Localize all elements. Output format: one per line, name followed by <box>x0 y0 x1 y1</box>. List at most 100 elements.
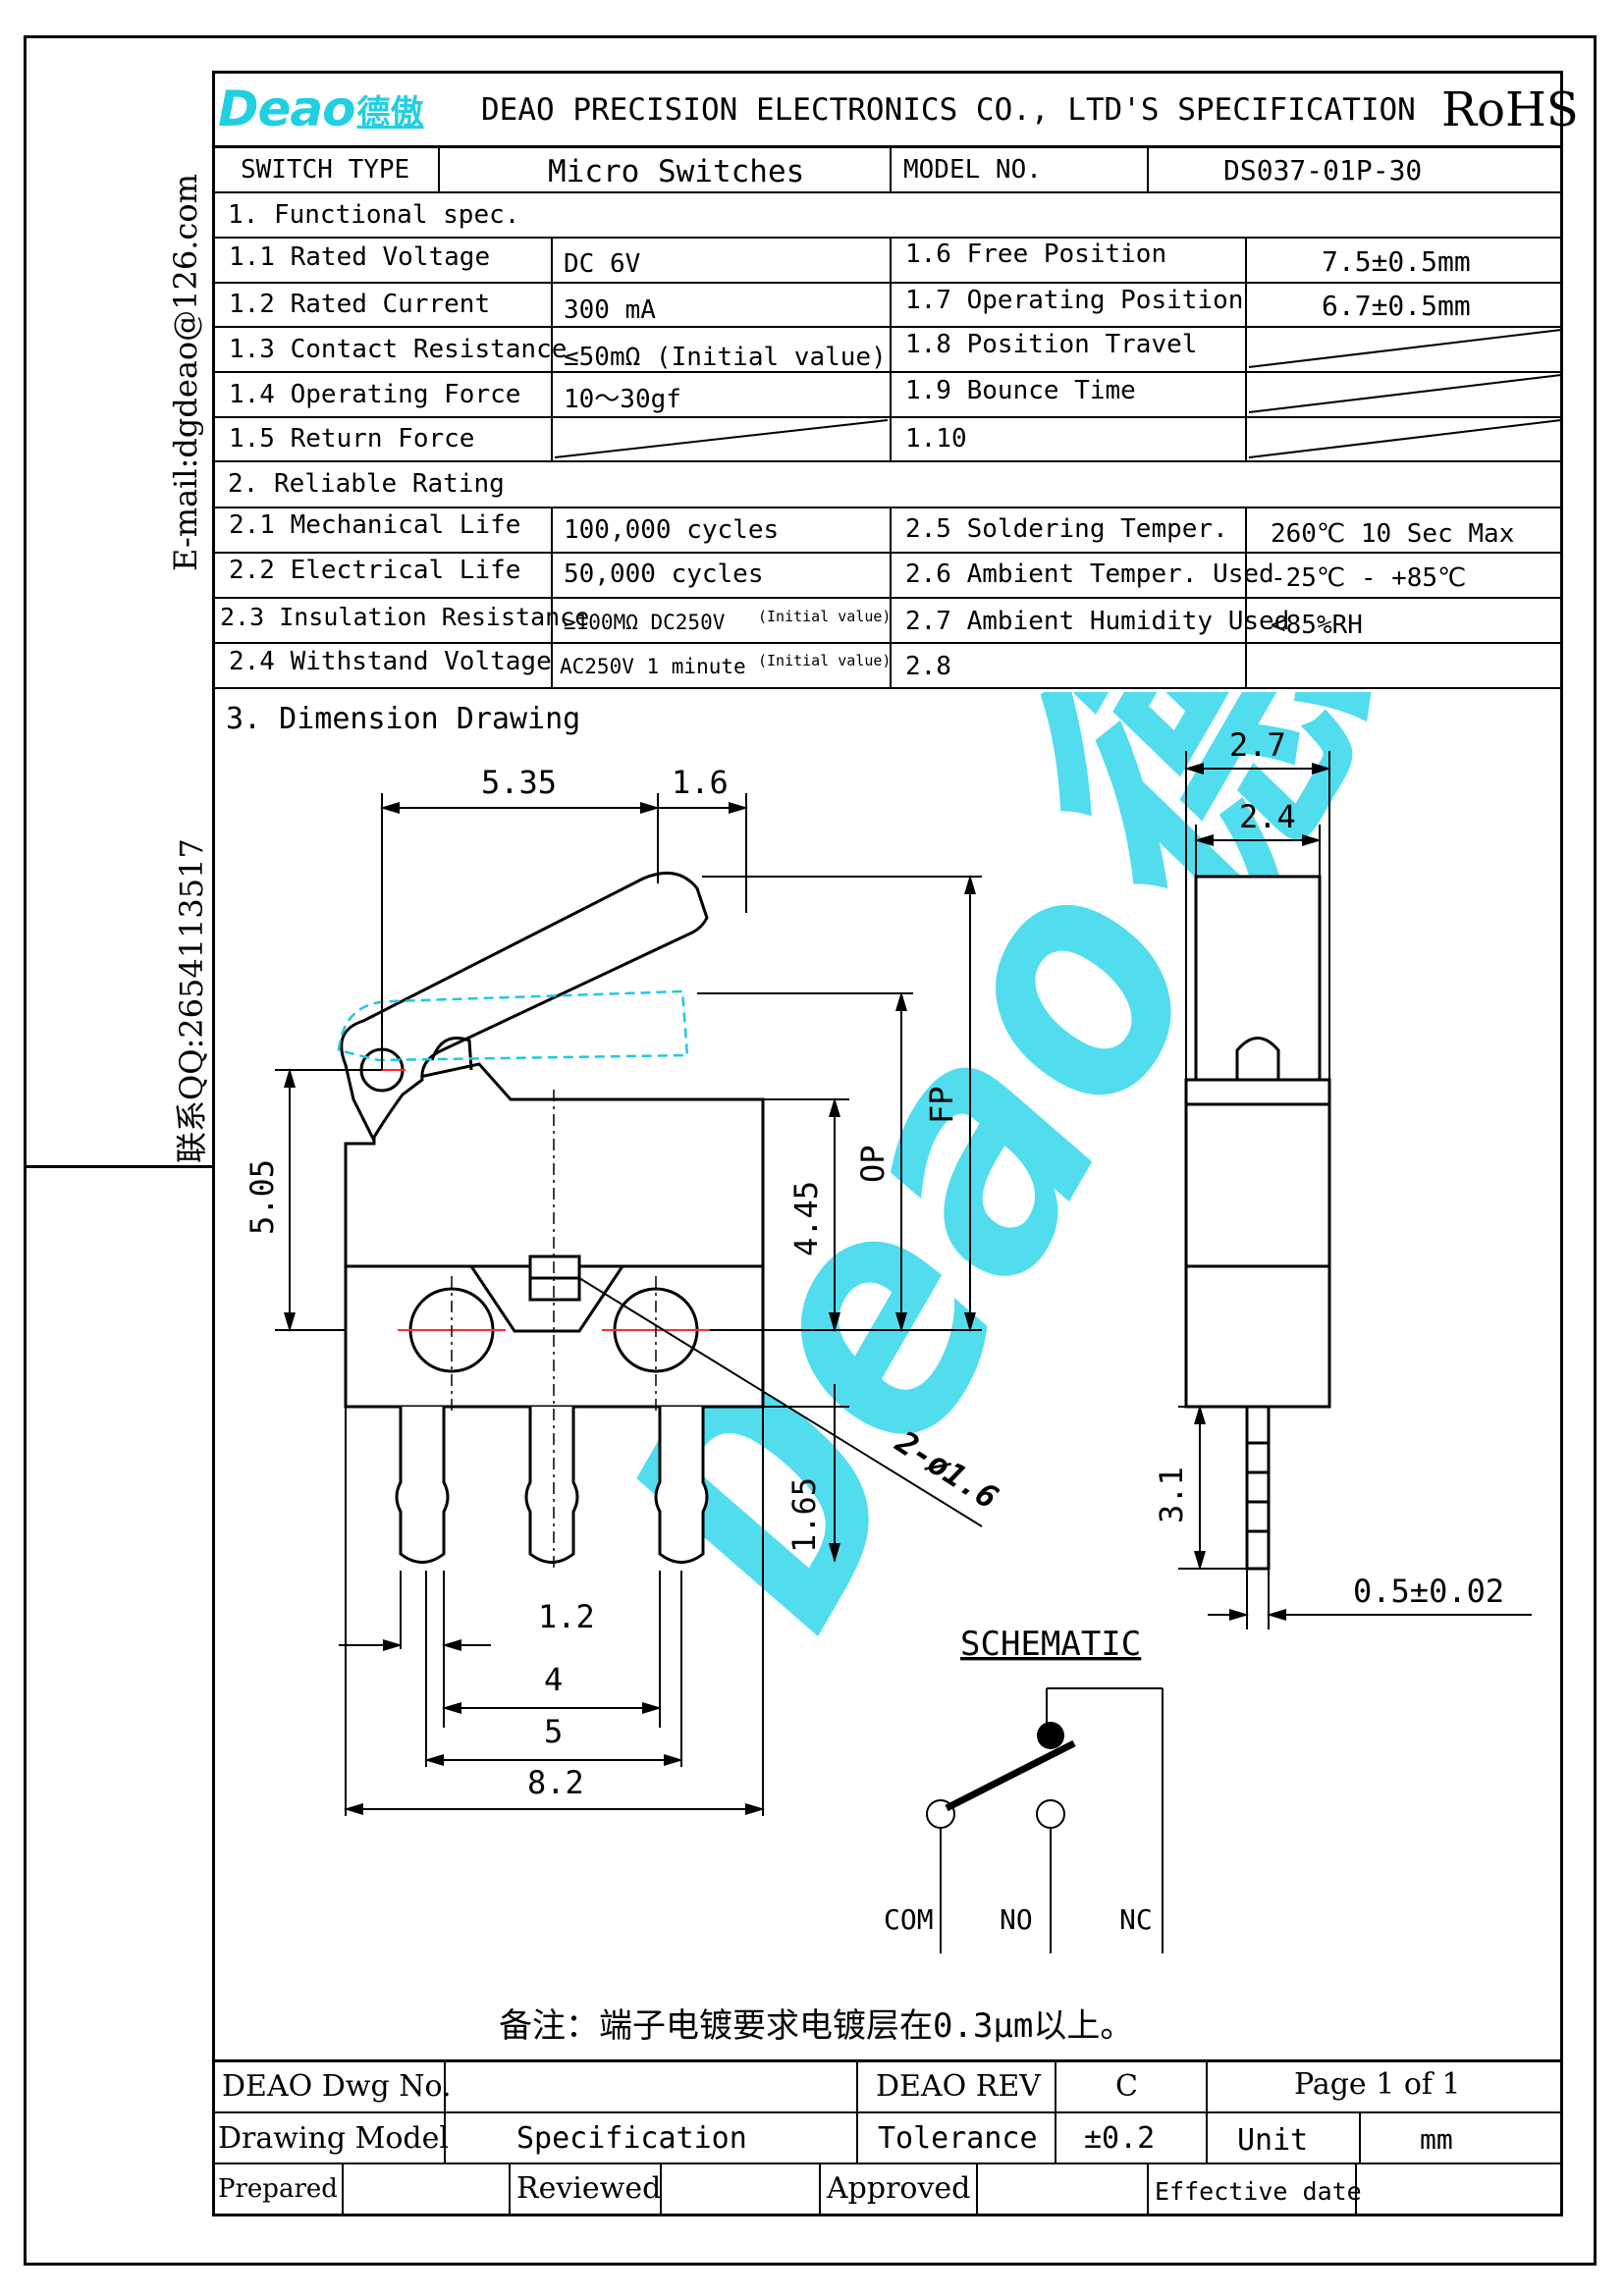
row-line <box>212 460 1563 462</box>
schematic-title: SCHEMATIC <box>960 1625 1141 1664</box>
col-line <box>1245 237 1247 462</box>
row-line <box>212 416 1563 418</box>
row-rule <box>212 191 1563 193</box>
spec-note: (Initial value) <box>758 652 892 669</box>
schematic-com: COM <box>884 1903 934 1936</box>
page-number: Page 1 of 1 <box>1294 2067 1461 2102</box>
row-line <box>212 371 1563 373</box>
spec-value: -25℃ - +85℃ <box>1271 563 1467 593</box>
reviewed-label: Reviewed <box>516 2171 662 2206</box>
dim-fp: FP <box>923 1086 960 1124</box>
col-line <box>819 2163 821 2216</box>
lever-pressed-outline <box>337 989 689 1062</box>
side-view <box>1184 875 1331 1571</box>
center-axes <box>451 1090 657 1571</box>
dim-5-35: 5.35 <box>481 764 557 801</box>
divider <box>890 147 892 192</box>
dim-5-05: 5.05 <box>244 1159 281 1235</box>
logo-cn: 德傲 <box>356 92 424 133</box>
dim-op: OP <box>854 1145 892 1183</box>
logo-text: Deao <box>218 80 356 137</box>
col-line <box>509 2163 511 2216</box>
side-dimension-labels: 2.7 2.4 3.1 0.5±0.02 <box>1153 726 1504 1610</box>
switch-type-value: Micro Switches <box>548 154 805 189</box>
spec-label: 2.4 Withstand Voltage <box>229 647 552 676</box>
spec-value: 300 mA <box>564 295 656 325</box>
row-line <box>212 552 1563 554</box>
tolerance-value: ±0.2 <box>1084 2121 1156 2156</box>
side-divider <box>24 1165 212 1168</box>
spec-label: 2.6 Ambient Temper. Used <box>905 560 1274 589</box>
spec-label: 1.2 Rated Current <box>229 290 491 319</box>
switch-type-label: SWITCH TYPE <box>241 155 410 185</box>
spec-value: <85%RH <box>1271 611 1363 640</box>
row-line <box>212 326 1563 328</box>
spec-label: 1.8 Position Travel <box>905 330 1198 359</box>
prepared-label: Prepared <box>218 2174 338 2204</box>
plating-note: 备注：端子电镀要求电镀层在0.3μm以上。 <box>499 2006 1133 2042</box>
outer-border <box>24 35 1597 2266</box>
col-line <box>1206 2059 1208 2163</box>
company-title: DEAO PRECISION ELECTRONICS CO., LTD'S SP… <box>481 92 1416 128</box>
front-dimensions <box>275 793 983 1816</box>
dim-5: 5 <box>544 1713 563 1750</box>
spec-label: 2.7 Ambient Humidity Used <box>905 607 1290 636</box>
drawing-heading: 3. Dimension Drawing <box>226 702 581 736</box>
schematic-nc: NC <box>1119 1903 1153 1936</box>
dim-2-7: 2.7 <box>1229 726 1286 764</box>
functional-heading: 1. Functional spec. <box>228 200 520 230</box>
spec-value: ≤50mΩ (Initial value) <box>564 343 887 372</box>
schematic-no: NO <box>1000 1903 1033 1936</box>
spec-label: 1.1 Rated Voltage <box>229 242 491 272</box>
spec-label: 1.10 <box>905 424 967 454</box>
row-line <box>212 687 1563 689</box>
row-line <box>212 2111 1563 2113</box>
sidebar-email: E-mail:dgdeao@126.com <box>167 174 204 571</box>
col-line <box>444 2059 446 2163</box>
drawing-model-value: Specification <box>516 2121 747 2156</box>
dim-4-45: 4.45 <box>787 1181 825 1256</box>
spec-label: 1.4 Operating Force <box>229 380 521 409</box>
row-rule <box>212 237 1563 239</box>
model-value: DS037-01P-30 <box>1223 154 1423 187</box>
col-line <box>551 237 553 462</box>
col-line <box>1147 2163 1149 2216</box>
col-line <box>1055 2059 1056 2163</box>
title-block: DEAO Dwg No. DEAO REV C Page 1 of 1 Draw… <box>212 2059 1563 2216</box>
dim-2-4: 2.4 <box>1239 798 1296 835</box>
spec-label: 2.2 Electrical Life <box>229 556 521 585</box>
divider <box>438 147 440 192</box>
dim-1-6: 1.6 <box>672 764 729 801</box>
spec-label: 1.5 Return Force <box>229 424 475 454</box>
col-line <box>976 2163 978 2216</box>
dim-1-65: 1.65 <box>785 1477 823 1553</box>
spec-value: 10～30gf <box>564 385 681 414</box>
spec-label: 2.3 Insulation Resistance <box>220 603 590 631</box>
spec-label: 1.6 Free Position <box>905 240 1167 269</box>
schematic: SCHEMATIC COM NO NC <box>884 1625 1164 1953</box>
row-line <box>212 642 1563 644</box>
front-view <box>340 871 765 1564</box>
divider <box>1147 147 1149 192</box>
dim-1-2: 1.2 <box>538 1598 595 1635</box>
effective-date-label: Effective date <box>1155 2177 1362 2206</box>
model-label: MODEL NO. <box>903 155 1042 185</box>
functional-table: 1.1 Rated Voltage DC 6V 1.6 Free Positio… <box>212 237 1563 462</box>
spec-value: 7.5±0.5mm <box>1322 245 1471 278</box>
reliable-table: 2.1 Mechanical Life 100,000 cycles 2.5 S… <box>212 507 1563 689</box>
unit-value: mm <box>1420 2123 1453 2156</box>
dim-4: 4 <box>544 1661 563 1698</box>
dim-0-5: 0.5±0.02 <box>1353 1573 1504 1610</box>
spec-label: 1.3 Contact Resistance <box>229 335 568 364</box>
inner-border <box>212 71 1563 2216</box>
dimension-drawing: Deao德傲 <box>244 692 1563 2042</box>
col-line <box>342 2163 344 2216</box>
row-line <box>212 2163 1563 2164</box>
rohs-mark: RoHS <box>1441 82 1579 137</box>
row-line <box>212 597 1563 599</box>
col-line <box>1355 2163 1357 2216</box>
spec-label: 1.7 Operating Position <box>905 286 1244 315</box>
col-line <box>856 2059 858 2163</box>
spec-value: ≥100MΩ DC250V <box>564 611 726 634</box>
approved-label: Approved <box>827 2171 971 2206</box>
